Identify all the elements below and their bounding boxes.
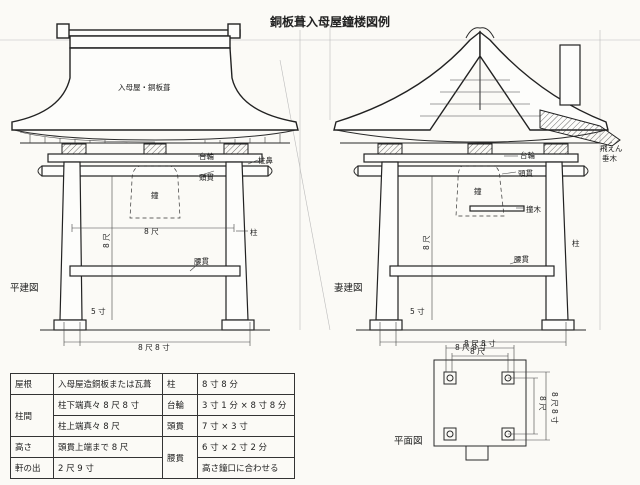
bracket-center: [467, 143, 493, 155]
gable-ornament: [465, 27, 495, 39]
left-kashiranuki-label: 頭貫: [199, 173, 214, 182]
shumoku-striker: [469, 205, 525, 212]
daiwa-beam: [47, 153, 263, 163]
left-roof-label: 入母屋・銅板葺: [118, 82, 171, 92]
daiwa-value-cell: 3 寸 1 分 × 8 寸 8 分: [197, 394, 295, 416]
roof-body: [11, 47, 299, 131]
span-upper-cell: 柱上端真々 8 尺: [53, 415, 163, 437]
base-stone-left: [369, 319, 403, 331]
right-bell-label: 鐘: [474, 186, 482, 196]
eave-rafters: [29, 134, 281, 143]
gable-band: [69, 35, 231, 49]
height-label-cell: 高さ: [10, 436, 54, 458]
gable-roof-left: [333, 30, 481, 131]
pillar-label-cell: 柱: [162, 373, 198, 395]
base-stone-right: [221, 319, 255, 331]
ridge-end-left: [56, 23, 70, 39]
bracket-left: [61, 143, 87, 155]
eave-value-cell: 2 尺 9 寸: [53, 457, 163, 479]
roof-value-cell: 入母屋造銅板または瓦葺: [53, 373, 163, 395]
koshi-value2-cell: 高さ鐘口に合わせる: [197, 457, 295, 479]
post-right: [225, 161, 249, 321]
plan-dim-right-outer: 8 尺 8 寸: [550, 392, 560, 424]
post-right: [545, 161, 569, 321]
height-value-cell: 頭貫上端まで 8 尺: [53, 436, 163, 458]
right-taruki-label: 垂木: [602, 153, 617, 163]
left-5sun-label: 5 寸: [91, 306, 106, 316]
gable-roof-right: [479, 30, 609, 131]
right-kashiranuki-label: 頭貫: [518, 169, 533, 178]
plan-step: [465, 445, 489, 461]
kashira-label-cell: 頭貫: [162, 415, 198, 437]
spec-table: 屋根 入母屋造銅板または瓦葺 柱 8 寸 8 分 柱間 柱下端真々 8 尺 8 …: [10, 373, 295, 479]
plan-label: 平面図: [394, 436, 423, 447]
daiwa-beam: [363, 153, 579, 163]
hien-rafter: [539, 109, 621, 147]
plan-dim-right-inner: 8 尺: [538, 396, 547, 411]
left-8shaku-vert-label: 8 尺: [102, 233, 111, 248]
base-stone-left: [53, 319, 87, 331]
bell-outline: [129, 165, 181, 219]
right-8shaku-vert-label: 8 尺: [422, 235, 431, 250]
drawing-title: 銅板葺入母屋鐘楼図例: [269, 14, 390, 29]
koshinuki-beam: [389, 265, 555, 277]
gable-wall: [420, 79, 540, 117]
eave-label-cell: 軒の出: [10, 457, 54, 479]
koshi-label-cell: 腰貫: [162, 436, 198, 479]
ridge-beam: [59, 29, 241, 37]
right-5sun-label: 5 寸: [410, 306, 425, 316]
koshi-value-cell: 6 寸 × 2 寸 2 分: [197, 436, 295, 458]
right-total-label: 8 尺 8 寸: [455, 342, 487, 352]
left-hanakomi-label: 柱鼻: [258, 155, 273, 165]
right-koshinuki-label: 腰貫: [514, 255, 529, 264]
bracket-left: [377, 143, 403, 155]
plan-view: [433, 345, 550, 461]
left-hashira-label: 柱: [250, 227, 258, 237]
table-row: 柱上端真々 8 尺 頭貫 7 寸 × 3 寸: [11, 415, 295, 437]
plan-dim-top-inner: 8 尺: [470, 347, 485, 356]
bracket-right: [223, 143, 249, 155]
roof-label-cell: 屋根: [10, 373, 54, 395]
ridge-end-right: [227, 23, 241, 39]
bracket-right: [543, 143, 569, 155]
left-8shaku-label: 8 尺: [144, 227, 159, 236]
bell-outline: [455, 165, 505, 217]
bracket-center: [143, 143, 167, 155]
pillar-value-cell: 8 寸 8 分: [197, 373, 295, 395]
kashira-value-cell: 7 寸 × 3 寸: [197, 415, 295, 437]
span-lower-cell: 柱下端真々 8 尺 8 寸: [53, 394, 163, 416]
plan-dim-top-outer: 8 尺 8 寸: [464, 338, 496, 348]
right-shumoku-label: 撞木: [526, 204, 541, 214]
right-hien-label: 飛えん: [600, 144, 623, 153]
left-koshinuki-label: 腰貫: [194, 257, 209, 266]
left-elevation-label: 平建図: [10, 282, 39, 294]
right-elevation: [333, 27, 621, 346]
plan-post-bl: [443, 427, 457, 441]
cutaway-frame: [559, 44, 581, 106]
daiwa-label-cell: 台輪: [162, 394, 198, 416]
post-left: [375, 161, 399, 321]
right-daiwa-label: 台輪: [520, 150, 535, 160]
post-left: [59, 161, 83, 321]
koshinuki-beam: [69, 265, 241, 277]
table-row: 軒の出 2 尺 9 寸 高さ鐘口に合わせる: [10, 457, 295, 479]
base-stone-right: [541, 319, 575, 331]
left-bell-label: 鐘: [151, 190, 159, 200]
plan-outline: [433, 359, 527, 447]
table-row: 屋根 入母屋造銅板または瓦葺 柱 8 寸 8 分: [10, 373, 295, 395]
span-label-cell: 柱間: [10, 394, 54, 437]
right-elevation-label: 妻建図: [334, 282, 363, 294]
table-row: 高さ 頭貫上端まで 8 尺 腰貫 6 寸 × 2 寸 2 分: [10, 436, 295, 479]
left-total-label: 8 尺 8 寸: [138, 342, 170, 352]
left-daiwa-label: 台輪: [199, 151, 214, 161]
plan-post-tl: [443, 371, 457, 385]
table-row: 柱間 柱下端真々 8 尺 8 寸 台輪 3 寸 1 分 × 8 寸 8 分: [10, 394, 295, 437]
right-hashira-label: 柱: [572, 238, 580, 248]
left-elevation: [11, 23, 299, 346]
